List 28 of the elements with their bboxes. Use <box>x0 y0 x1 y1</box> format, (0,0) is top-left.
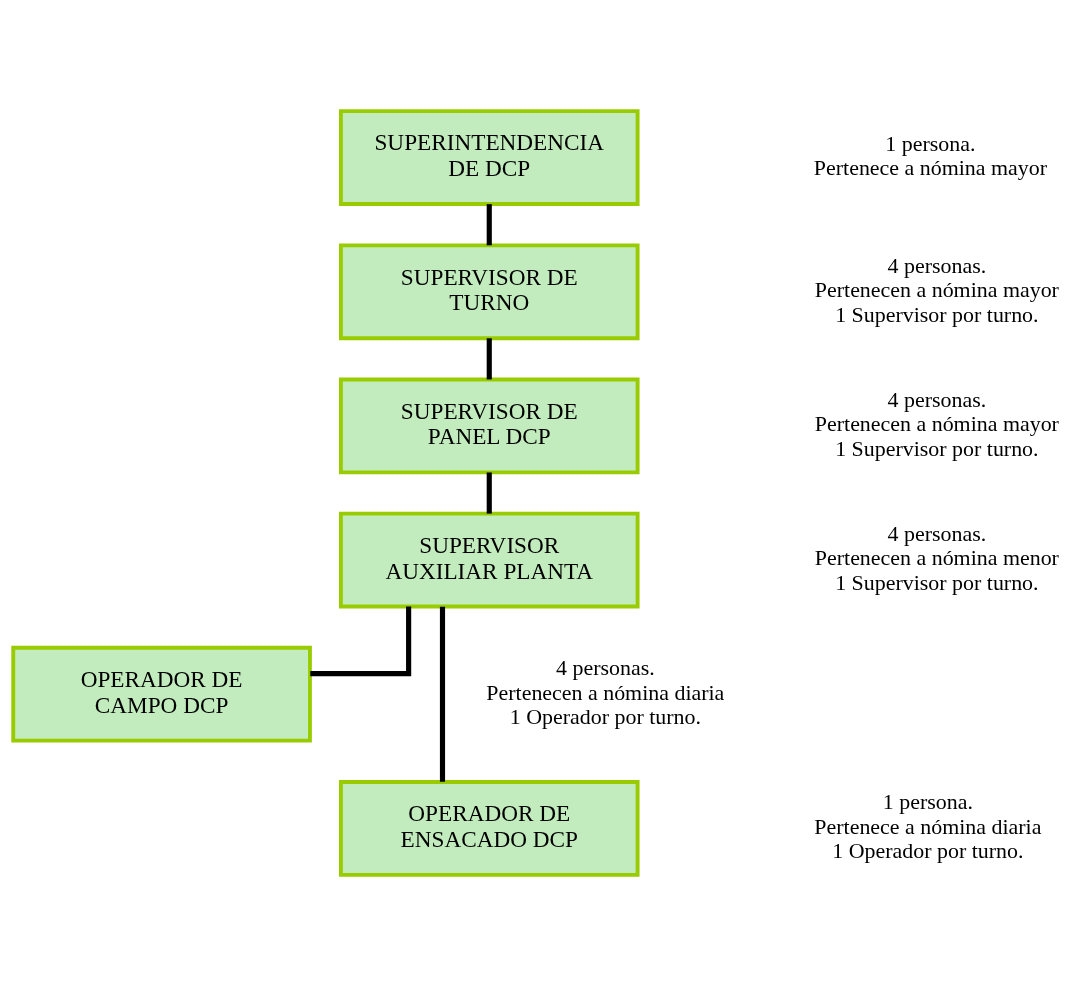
connector <box>439 606 446 782</box>
node-box: SUPERVISOR AUXILIAR PLANTA <box>338 511 640 609</box>
node-label: Pertenece a nómina diaria <box>814 813 1042 839</box>
node-label: 1 Supervisor por turno. <box>835 301 1039 327</box>
connector <box>486 472 492 514</box>
node-label: 1 persona. <box>885 130 976 156</box>
node-label: Pertenecen a nómina menor <box>814 545 1059 571</box>
node-label: 1 Supervisor por turno. <box>835 569 1039 595</box>
node-box: OPERADOR DE ENSACADO DCP <box>338 780 640 877</box>
node-label: 1 Operador por turno. <box>832 838 1024 864</box>
node-label: 4 personas. <box>556 655 655 681</box>
node-label: 1 persona. <box>882 789 973 815</box>
node-box: SUPERINTENDENCIA DE DCP <box>338 109 640 206</box>
connector <box>310 606 412 677</box>
node-label: 1 Supervisor por turno. <box>835 435 1039 461</box>
connector <box>486 338 492 380</box>
node-label: 4 personas. <box>887 520 987 546</box>
node-label: 4 personas. <box>887 252 987 278</box>
node-label: Pertenece a nómina mayor <box>813 155 1047 181</box>
connector <box>486 204 492 246</box>
node-box: SUPERVISOR DE PANEL DCP <box>338 377 640 475</box>
node-box: SUPERVISOR DE TURNO <box>338 243 640 341</box>
node-label: Pertenecen a nómina mayor <box>814 411 1059 437</box>
node-label: Pertenecen a nómina mayor <box>814 277 1059 303</box>
node-label: Pertenecen a nómina diaria <box>486 679 725 705</box>
node-label: 4 personas. <box>887 386 987 412</box>
node-box: OPERADOR DE CAMPO DCP <box>11 645 312 743</box>
node-label: 1 Operador por turno. <box>509 704 701 730</box>
